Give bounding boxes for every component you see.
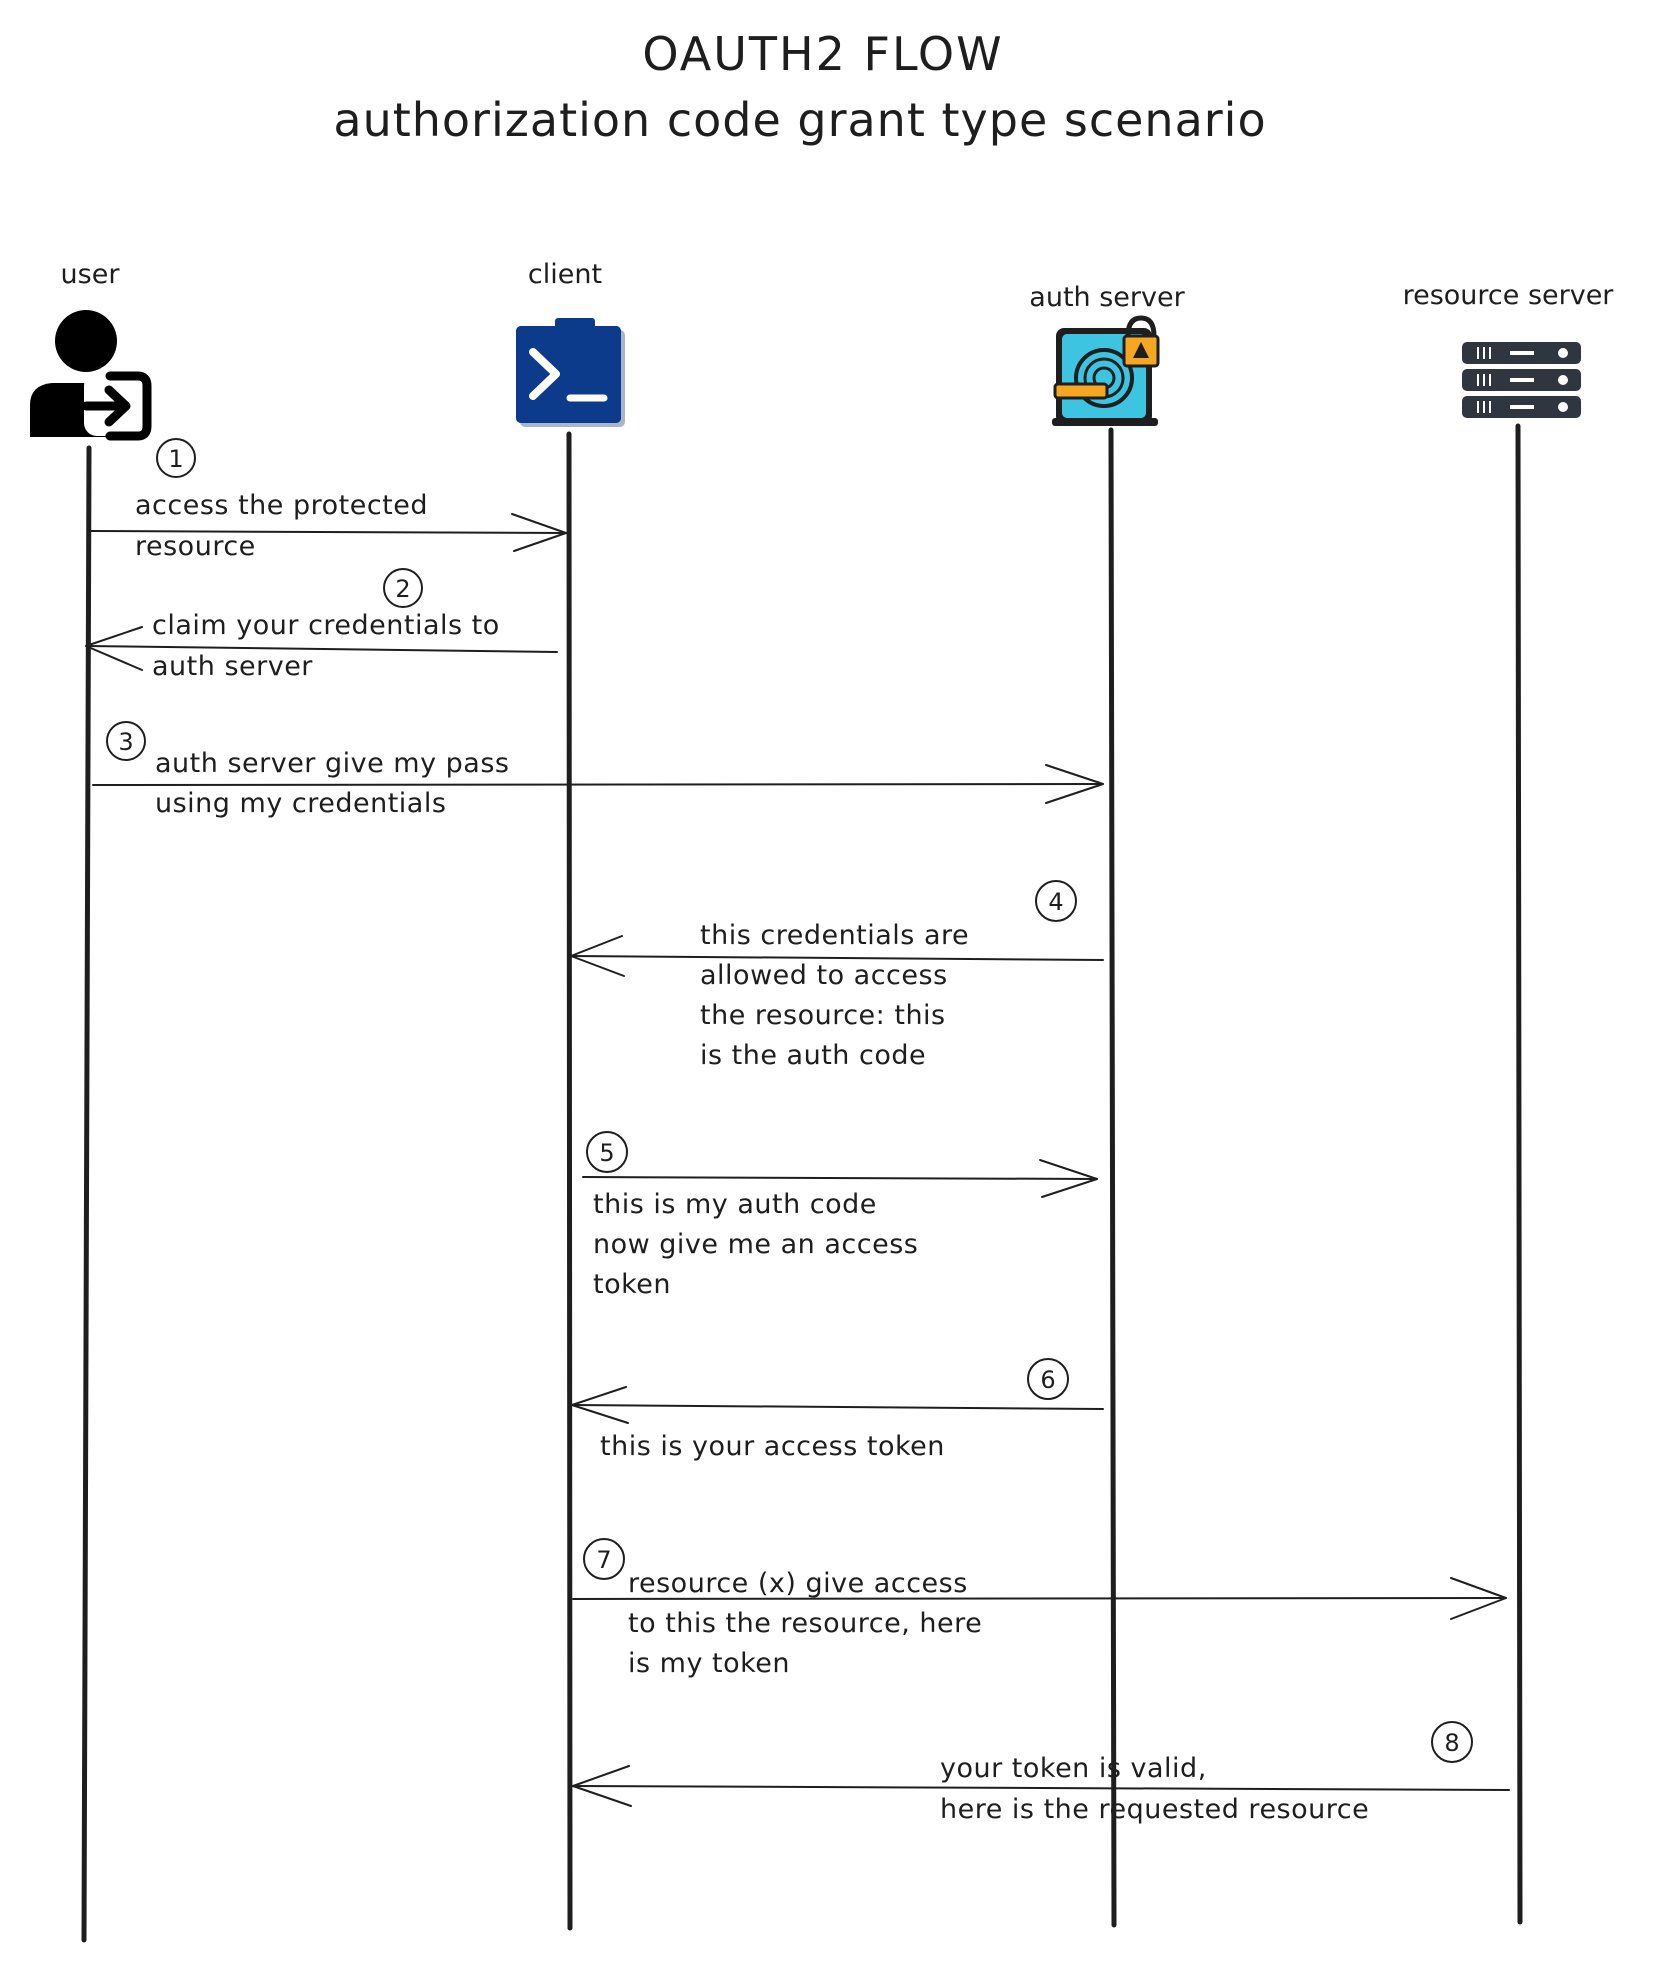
message-7: 7 resource (x) give access to this the r…: [572, 1538, 1507, 1679]
message-text-line: using my credentials: [155, 788, 446, 819]
step-marker: [156, 438, 196, 478]
lifeline-resource-server: [1515, 423, 1523, 1925]
step-number: 2: [395, 575, 410, 603]
powershell-terminal-icon: [516, 318, 625, 427]
message-text-line: this credentials are: [700, 920, 969, 951]
participant-label-user: user: [61, 259, 121, 290]
message-arrow: [570, 955, 1104, 961]
message-text-line: now give me an access: [593, 1229, 918, 1260]
lifeline-user: [81, 445, 92, 1943]
message-text-line: auth server: [152, 651, 313, 682]
diagram-subtitle: authorization code grant type scenario: [333, 93, 1266, 147]
message-text-line: to this the resource, here: [628, 1608, 982, 1639]
fingerprint-lock-icon: [1052, 315, 1160, 426]
message-arrow: [571, 1404, 1104, 1410]
arrow-head: [570, 935, 625, 977]
arrow-head: [571, 1386, 629, 1424]
message-4: 4 this credentials are allowed to access…: [570, 880, 1104, 1071]
step-number: 4: [1048, 888, 1063, 916]
message-arrow: [92, 783, 1104, 786]
message-text-line: allowed to access: [700, 960, 948, 991]
message-text-line: is the auth code: [700, 1040, 926, 1071]
step-number: 1: [168, 445, 183, 473]
message-5: 5 this is my auth code now give me an ac…: [582, 1131, 1098, 1300]
lifeline-auth-server: [1108, 427, 1117, 1928]
message-2: 2 claim your credentials to auth server: [85, 568, 558, 682]
arrow-head: [1450, 1577, 1507, 1620]
step-marker: [583, 1538, 625, 1580]
participant-label-client: client: [528, 259, 602, 290]
message-text-line: token: [593, 1269, 671, 1300]
step-marker: [1027, 1358, 1069, 1400]
message-3: 3 auth server give my pass using my cred…: [92, 721, 1104, 819]
message-8: 8 your token is valid, here is the reque…: [572, 1721, 1510, 1825]
message-text-line: resource (x) give access: [628, 1568, 968, 1599]
participant-label-resource-server: resource server: [1403, 280, 1615, 311]
message-text-line: this is your access token: [600, 1431, 945, 1462]
participant-label-auth-server: auth server: [1029, 282, 1185, 313]
lifeline-client: [566, 431, 573, 1931]
arrow-head: [1045, 764, 1104, 804]
step-number: 5: [599, 1139, 614, 1167]
arrow-head: [1039, 1159, 1098, 1198]
message-arrow: [582, 1176, 1098, 1180]
diagram-title: OAUTH2 FLOW: [642, 27, 1003, 81]
message-text-line: this is my auth code: [593, 1189, 877, 1220]
message-1: 1 access the protected resource: [89, 438, 567, 562]
step-number: 8: [1444, 1729, 1459, 1757]
step-number: 3: [118, 728, 133, 756]
step-number: 7: [596, 1546, 611, 1574]
message-arrow: [89, 530, 567, 534]
arrow-head: [85, 626, 143, 671]
message-text-line: access the protected: [135, 490, 428, 521]
message-arrow: [572, 1597, 1507, 1600]
message-arrow: [85, 645, 558, 653]
step-number: 6: [1040, 1366, 1055, 1394]
message-text-line: auth server give my pass: [155, 748, 509, 779]
message-text-line: resource: [135, 531, 256, 562]
message-text-line: your token is valid,: [940, 1753, 1207, 1784]
message-text-line: claim your credentials to: [152, 610, 500, 641]
user-login-icon: [30, 310, 152, 441]
step-marker: [106, 721, 146, 761]
arrow-head: [511, 513, 567, 552]
arrow-head: [572, 1765, 632, 1807]
message-text-line: the resource: this: [700, 1000, 946, 1031]
message-text-line: here is the requested resource: [940, 1794, 1369, 1825]
step-marker: [383, 568, 423, 608]
step-marker: [1035, 880, 1077, 922]
message-text-line: is my token: [628, 1648, 790, 1679]
step-marker: [586, 1131, 628, 1173]
server-rack-icon: [1462, 342, 1581, 418]
message-arrow: [572, 1785, 1510, 1791]
message-6: 6 this is your access token: [571, 1358, 1104, 1462]
step-marker: [1431, 1721, 1473, 1763]
